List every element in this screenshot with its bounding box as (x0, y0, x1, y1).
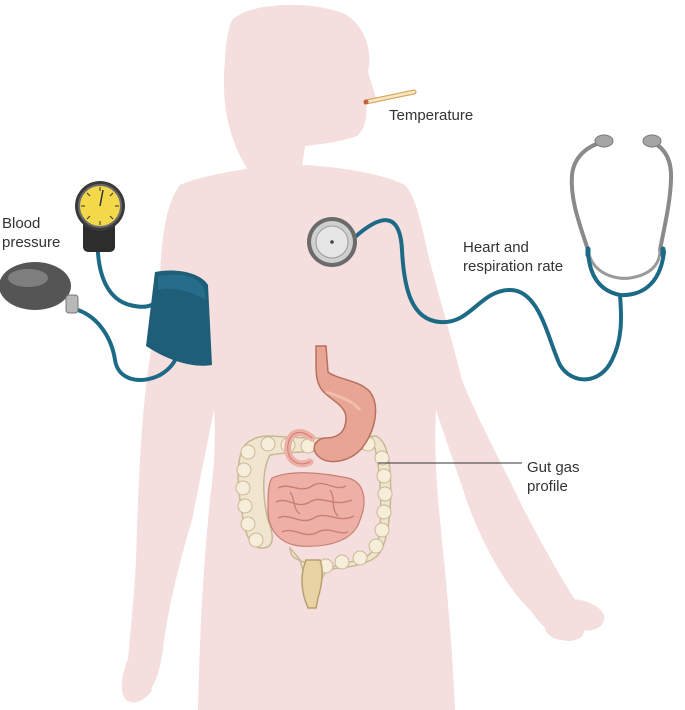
thermometer-icon (363, 89, 417, 105)
inflation-bulb-icon (0, 262, 79, 314)
heart-respiration-label-line2: respiration rate (463, 258, 564, 275)
heart-respiration-label-line1: Heart and (463, 239, 529, 256)
pressure-gauge-icon (75, 181, 125, 252)
blood-pressure-label-line1: Blood (2, 215, 41, 232)
chestpiece-icon (307, 217, 357, 267)
gut-gas-label-line1: Gut gas (527, 459, 580, 476)
temperature-label: Temperature (389, 107, 474, 124)
gut-gas-label-line2: profile (527, 478, 568, 495)
stethoscope-tube (353, 218, 624, 382)
earpiece-icon (594, 134, 662, 148)
gut-gas-label: Gut gas profile (527, 458, 580, 496)
heart-respiration-label: Heart and respiration rate (463, 238, 563, 276)
digestive-tract-icon (235, 345, 393, 609)
blood-pressure-label: Blood pressure (2, 214, 60, 252)
blood-pressure-label-line2: pressure (2, 234, 61, 251)
stethoscope-icon (569, 140, 674, 298)
cuff-icon (146, 270, 212, 366)
